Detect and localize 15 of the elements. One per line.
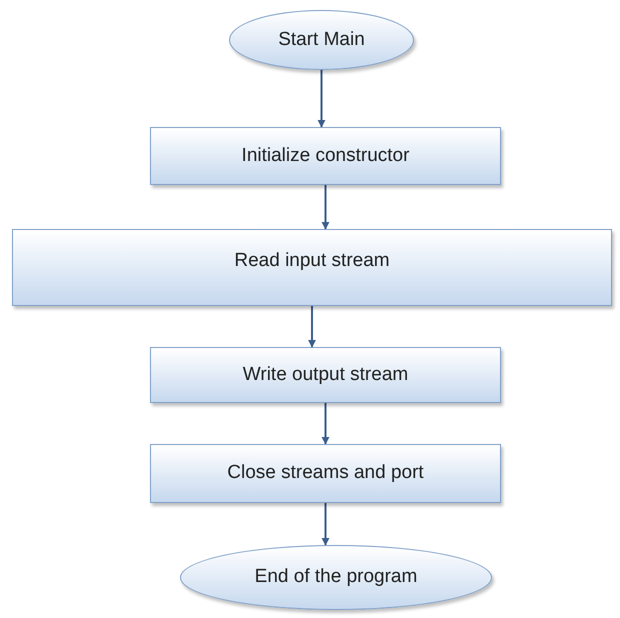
arrow bbox=[318, 70, 326, 128]
node-label: Start Main bbox=[278, 28, 365, 52]
node-label: Read input stream bbox=[234, 249, 390, 274]
arrow bbox=[322, 503, 330, 546]
node-label: End of the program bbox=[254, 565, 418, 590]
node-label: Initialize constructor bbox=[242, 144, 410, 168]
process-box bbox=[150, 347, 501, 403]
process-box bbox=[12, 229, 612, 306]
process-box bbox=[150, 444, 501, 503]
arrow bbox=[308, 306, 316, 348]
arrow bbox=[322, 185, 330, 230]
arrow bbox=[322, 403, 330, 445]
process-box bbox=[150, 127, 501, 185]
node-label: Write output stream bbox=[242, 362, 408, 387]
node-label: Close streams and port bbox=[227, 461, 424, 486]
